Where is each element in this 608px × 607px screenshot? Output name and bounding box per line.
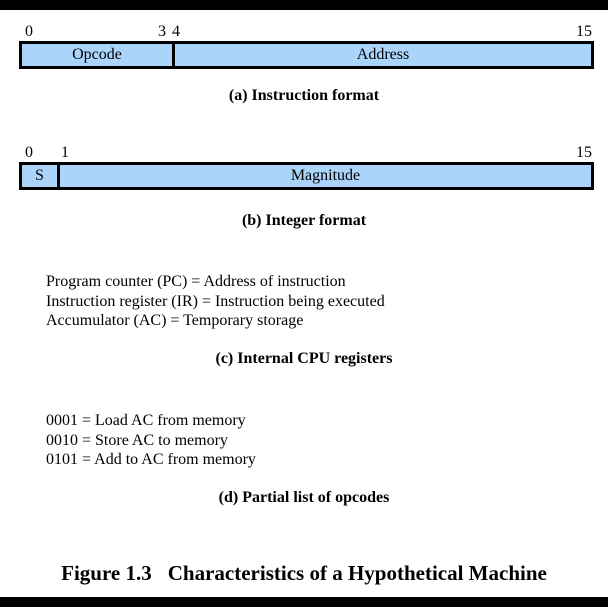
bit-label-0: 0 <box>25 144 33 161</box>
figure-name: Characteristics of a Hypothetical Machin… <box>167 561 547 585</box>
bit-label-0: 0 <box>25 23 33 40</box>
opcode-line-load: 0001 = Load AC from memory <box>46 412 246 429</box>
figure-number: Figure 1.3 <box>61 561 152 585</box>
opcode-line-add: 0101 = Add to AC from memory <box>46 451 256 468</box>
bit-label-3: 3 <box>158 23 166 40</box>
address-field: Address <box>172 44 591 66</box>
opcode-field: Opcode <box>72 46 122 63</box>
caption-opcodes: (d) Partial list of opcodes <box>218 489 390 506</box>
opcode-list: 0001 = Load AC from memory 0010 = Store … <box>46 411 256 470</box>
sign-field: S <box>35 167 44 184</box>
register-line-ir: Instruction register (IR) = Instruction … <box>46 292 385 310</box>
magnitude-field: Magnitude <box>57 165 591 187</box>
integer-format-box: S Magnitude <box>19 162 594 190</box>
bit-label-15: 15 <box>576 23 592 40</box>
instruction-format-box: Opcode Address <box>19 41 594 69</box>
instruction-bit-label-row: 0 3 4 15 <box>19 23 594 41</box>
top-border-bar <box>0 0 608 10</box>
figure-title: Figure 1.3 Characteristics of a Hypotheti… <box>0 561 608 586</box>
caption-instruction-format: (a) Instruction format <box>228 87 380 104</box>
bit-label-1: 1 <box>61 144 69 161</box>
cpu-registers-list: Program counter (PC) = Address of instru… <box>46 272 385 331</box>
caption-integer-format: (b) Integer format <box>241 212 367 229</box>
bottom-border-bar <box>0 597 608 607</box>
integer-format-section: 0 1 15 S Magnitude <box>19 144 594 190</box>
caption-cpu-registers: (c) Internal CPU registers <box>215 350 393 367</box>
instruction-format-section: 0 3 4 15 Opcode Address <box>19 23 594 69</box>
integer-bit-label-row: 0 1 15 <box>19 144 594 162</box>
register-line-ac: Accumulator (AC) = Temporary storage <box>46 312 304 329</box>
bit-label-4: 4 <box>172 23 180 40</box>
bit-label-15: 15 <box>576 144 592 161</box>
opcode-line-store: 0010 = Store AC to memory <box>46 431 228 449</box>
register-line-pc: Program counter (PC) = Address of instru… <box>46 273 346 290</box>
